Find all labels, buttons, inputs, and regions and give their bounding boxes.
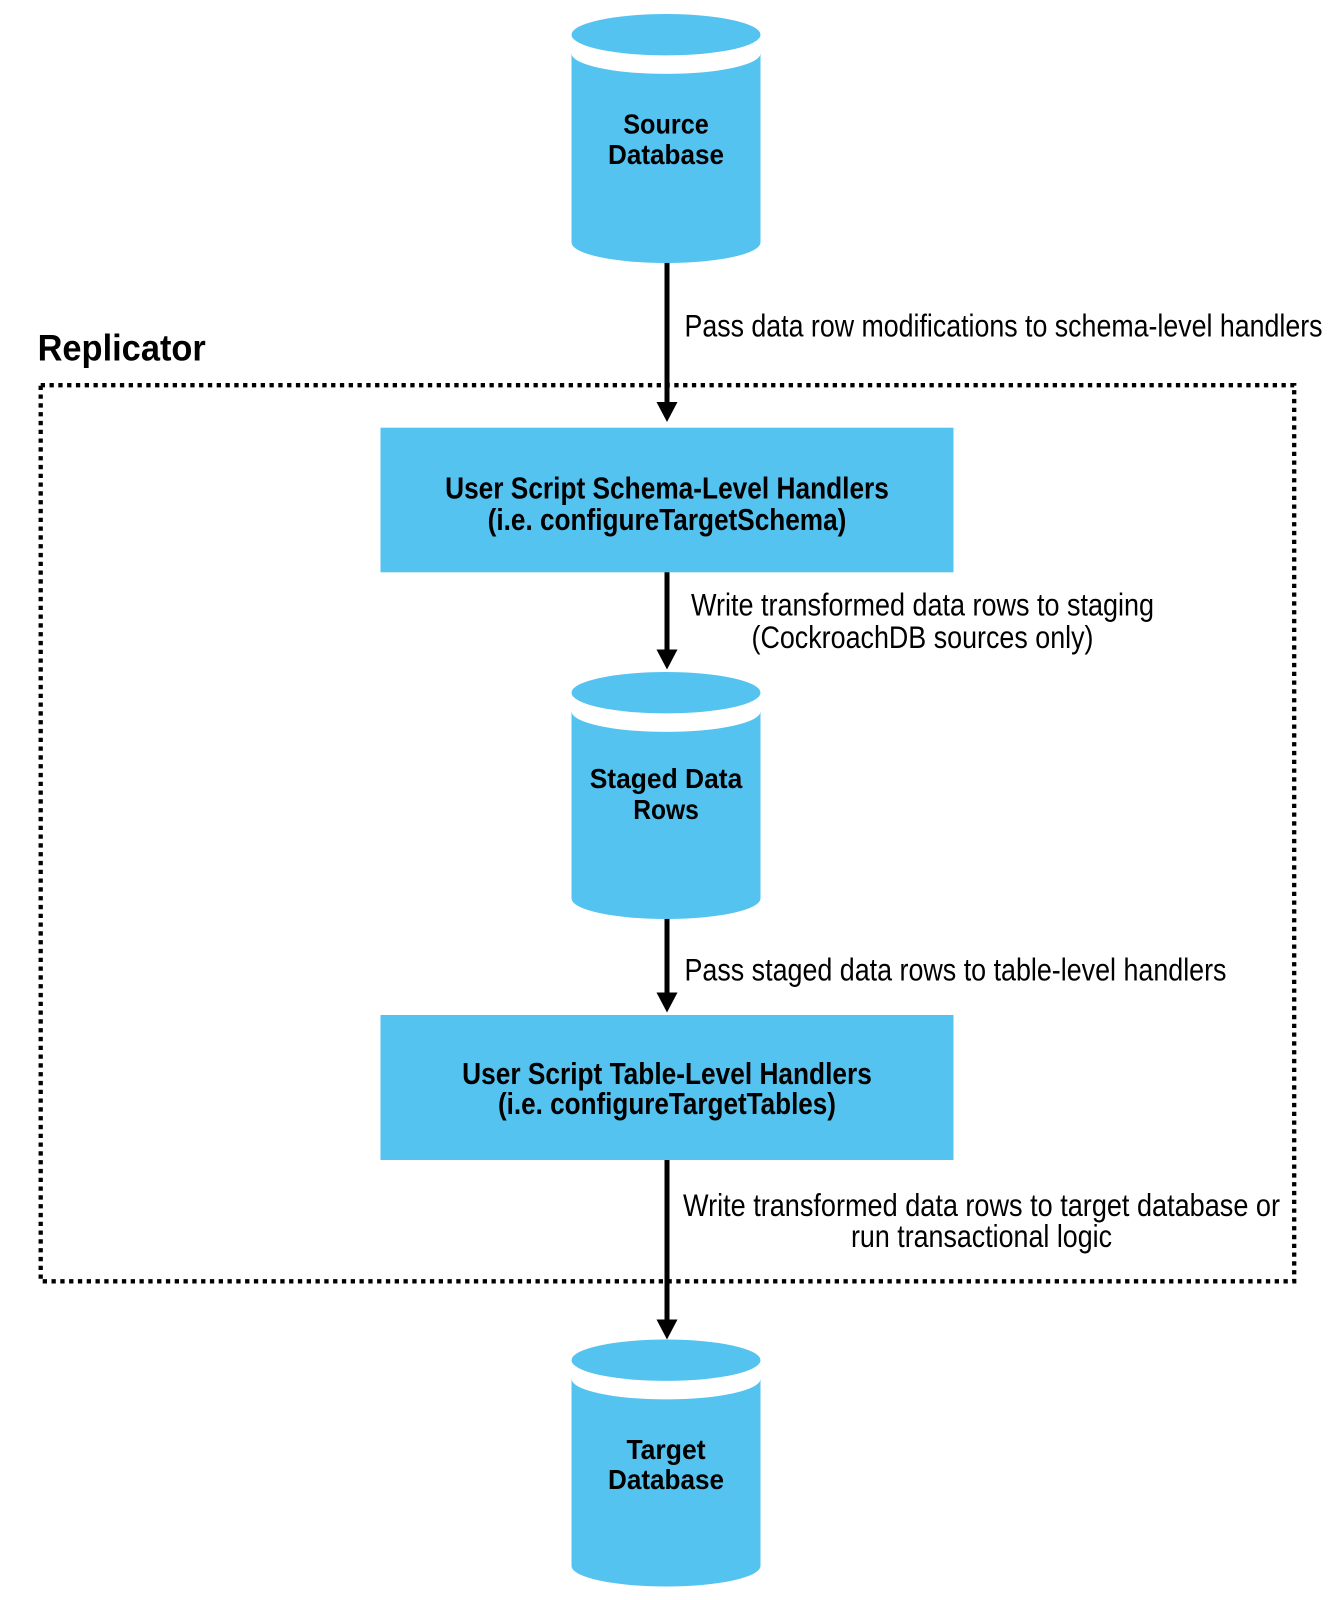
- svg-text:Pass data row modifications to: Pass data row modifications to schema-le…: [685, 308, 1323, 344]
- svg-text:User Script Schema-Level Handl: User Script Schema-Level Handlers: [445, 471, 889, 506]
- svg-text:Rows: Rows: [633, 794, 699, 825]
- svg-text:Database: Database: [608, 139, 724, 170]
- svg-text:(CockroachDB sources only): (CockroachDB sources only): [752, 619, 1094, 655]
- svg-text:Pass staged data rows to table: Pass staged data rows to table-level han…: [685, 951, 1227, 987]
- svg-text:Staged Data: Staged Data: [590, 763, 743, 794]
- svg-text:Database: Database: [608, 1464, 724, 1495]
- svg-text:(i.e. configureTargetSchema): (i.e. configureTargetSchema): [488, 502, 847, 537]
- svg-text:run transactional logic: run transactional logic: [851, 1218, 1112, 1254]
- svg-text:(i.e. configureTargetTables): (i.e. configureTargetTables): [498, 1086, 836, 1121]
- svg-text:User Script Table-Level Handle: User Script Table-Level Handlers: [462, 1056, 872, 1091]
- svg-text:Write transformed data rows to: Write transformed data rows to target da…: [683, 1187, 1280, 1223]
- svg-text:Write transformed data rows to: Write transformed data rows to staging: [691, 587, 1154, 623]
- svg-text:Replicator: Replicator: [38, 327, 206, 368]
- svg-text:Target: Target: [626, 1434, 705, 1465]
- svg-text:Source: Source: [623, 109, 709, 140]
